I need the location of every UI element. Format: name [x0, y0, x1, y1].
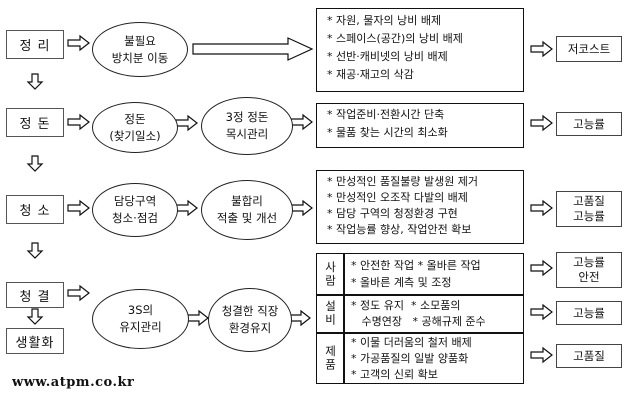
- oval-irregularity-fix: 불합리 적출 및 개선: [201, 180, 293, 240]
- arrow-right-icon: [67, 285, 90, 301]
- oval-text: (찾기일소): [109, 128, 161, 143]
- result-text: 고능률: [573, 209, 605, 223]
- arrow-down-icon: [27, 155, 43, 172]
- row-divider: [317, 332, 523, 334]
- activity-item: * 가공품질의 일발 양품화: [351, 352, 469, 365]
- result-text: 안전: [578, 270, 600, 284]
- stage-saenghwalhwa: 생활화: [6, 328, 64, 354]
- long-arrow: [192, 37, 314, 61]
- activity-item: * 재공·재고의 삭감: [327, 68, 414, 81]
- website-url: www.atpm.co.kr: [12, 375, 135, 390]
- result-efficiency-r2: 고능률: [556, 112, 622, 136]
- oval-text: 3정 정돈: [225, 110, 269, 124]
- activity-item: * 물품 찾는 시간의 최소화: [327, 126, 448, 139]
- row-divider: [317, 294, 523, 296]
- category-label: 사람: [323, 260, 338, 288]
- category-label: 제품: [323, 344, 338, 372]
- oval-area-cleaning: 담당구역 청소·점검: [92, 183, 178, 237]
- oval-text: 정돈: [124, 111, 146, 126]
- activity-item: 수명연장 * 공해규제 준수: [351, 315, 486, 328]
- result-quality: 고품질: [556, 344, 622, 368]
- category-equipment: 설비: [317, 295, 343, 332]
- arrow-right-icon: [175, 200, 198, 216]
- activity-item: * 자원, 물자의 낭비 배제: [327, 14, 442, 27]
- activity-item: * 이물 더러움의 철저 배제: [351, 336, 472, 349]
- activity-item: * 만성적인 오조작 다발의 배제: [327, 191, 468, 204]
- oval-text: 방치분 이동: [111, 50, 169, 65]
- activity-item: * 고객의 신뢰 확보: [351, 368, 438, 381]
- arrow-right-icon: [290, 200, 313, 216]
- activity-item: * 작업능률 향상, 작업안전 확보: [327, 223, 472, 236]
- arrow-right-icon: [530, 260, 553, 276]
- arrow-right-icon: [67, 200, 90, 216]
- stage-cheonggyeol: 청 결: [6, 282, 64, 308]
- category-people: 사람: [317, 254, 343, 294]
- oval-text: 환경유지: [228, 321, 272, 335]
- stage-cheongso: 청 소: [6, 195, 64, 224]
- arrow-down-icon: [27, 242, 43, 259]
- arrow-right-icon: [67, 114, 90, 130]
- activity-item: * 만성적인 품질불량 발생원 제거: [327, 175, 479, 188]
- result-efficiency-r4: 고능률: [556, 301, 622, 325]
- result-text: 고능률: [573, 255, 605, 269]
- stage-jeongri: 정 리: [6, 30, 64, 59]
- activity-item: * 안전한 작업 * 올바른 작업: [351, 259, 481, 272]
- arrow-down-icon: [27, 73, 43, 90]
- result-text: 저코스트: [567, 41, 611, 56]
- activity-item: * 작업준비·전환시간 단축: [327, 108, 445, 121]
- oval-text: 목시관리: [225, 127, 269, 141]
- result-text: 고능률: [573, 116, 605, 131]
- arrow-right-icon: [67, 35, 90, 51]
- arrow-right-icon: [290, 114, 313, 130]
- activity-box-r4: 사람 설비 제품 * 안전한 작업 * 올바른 작업 * 올바른 계측 및 조정…: [316, 253, 524, 384]
- category-product: 제품: [317, 333, 343, 383]
- arrow-right-icon: [530, 304, 553, 320]
- activity-box-r2: * 작업준비·전환시간 단축 * 물품 찾는 시간의 최소화: [316, 103, 524, 148]
- oval-text: 3S의: [127, 303, 154, 317]
- result-text: 고품질: [573, 348, 605, 363]
- arrow-right-icon: [530, 200, 553, 216]
- category-divider: [343, 254, 345, 383]
- oval-visual-management: 3정 정돈 목시관리: [201, 97, 293, 155]
- stage-jeongdon: 정 돈: [6, 108, 64, 137]
- oval-text: 청소·점검: [112, 211, 158, 225]
- arrow-right-icon: [175, 115, 198, 131]
- oval-3s-maintenance: 3S의 유지관리: [92, 289, 189, 349]
- result-low-cost: 저코스트: [556, 36, 622, 62]
- oval-text: 유지관리: [119, 320, 162, 334]
- arrow-right-icon: [530, 347, 553, 363]
- oval-text: 불합리: [231, 194, 263, 208]
- activity-item: * 정도 유지 * 소모품의: [351, 299, 461, 312]
- activity-box-r3: * 만성적인 품질불량 발생원 제거 * 만성적인 오조작 다발의 배제 * 담…: [316, 170, 524, 244]
- category-label: 설비: [323, 300, 338, 327]
- arrow-down-icon: [27, 308, 43, 325]
- arrow-right-icon: [288, 310, 311, 326]
- oval-unnecessary-removal: 불필요 방치분 이동: [92, 22, 188, 77]
- oval-text: 청결한 직장: [221, 304, 279, 318]
- activity-item: * 스페이스(공간)의 낭비 배제: [327, 32, 463, 45]
- oval-text: 담당구역: [113, 194, 157, 208]
- activity-item: * 선반·캐비넷의 낭비 배제: [327, 50, 448, 63]
- oval-text: 불필요: [124, 33, 156, 48]
- oval-text: 적출 및 개선: [216, 211, 278, 225]
- arrow-right-icon: [530, 115, 553, 131]
- result-text: 고품질: [573, 194, 605, 208]
- activity-item: * 담당 구역의 청정환경 구현: [327, 207, 458, 220]
- arrow-right-icon: [530, 41, 553, 57]
- activity-box-r1: * 자원, 물자의 낭비 배제 * 스페이스(공간)의 낭비 배제 * 선반·캐…: [316, 8, 524, 92]
- oval-arrangement: 정돈 (찾기일소): [92, 102, 178, 153]
- result-efficiency-safety: 고능률 안전: [556, 252, 622, 288]
- oval-clean-workplace: 청결한 직장 환경유지: [208, 288, 292, 352]
- result-quality-efficiency: 고품질 고능률: [556, 191, 622, 227]
- result-text: 고능률: [573, 305, 605, 320]
- arrow-right-icon: [186, 310, 209, 326]
- activity-item: * 올바른 계측 및 조정: [351, 276, 452, 289]
